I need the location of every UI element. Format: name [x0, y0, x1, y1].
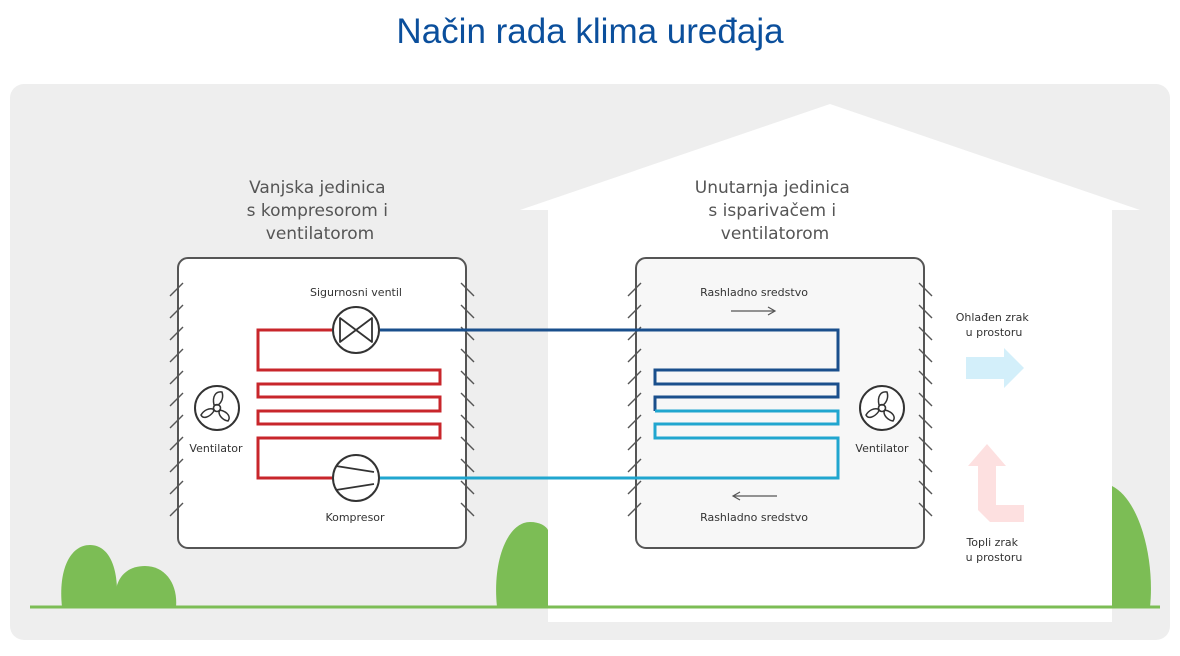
refrigerant-line-to-evaporator	[380, 328, 840, 411]
refrigerant-top-label: Rashladno sredstvo	[700, 286, 808, 299]
outdoor-right-grille	[460, 282, 475, 517]
indoor-fan-label: Ventilator	[855, 442, 909, 455]
cool-air-arrow	[966, 348, 1024, 388]
bush-right	[1112, 486, 1151, 607]
outdoor-title-line-2: s kompresorom i	[247, 201, 388, 221]
refrigerant-bottom-label: Rashladno sredstvo	[700, 511, 808, 524]
bush-left-1	[61, 545, 117, 607]
outdoor-title-line-3: ventilatorom	[266, 224, 374, 244]
refrigerant-line-to-compressor	[380, 409, 840, 480]
safety-valve-label: Sigurnosni ventil	[310, 286, 402, 299]
outdoor-fan-label: Ventilator	[189, 442, 243, 455]
indoor-title-line-3: ventilatorom	[721, 224, 829, 244]
cool-air-label: Ohlađen zrak u prostoru	[956, 311, 1033, 339]
indoor-left-grille	[627, 282, 642, 517]
condenser-coil	[256, 328, 442, 480]
fan-icon	[859, 385, 905, 431]
fan-icon	[194, 385, 240, 431]
arrow-right-icon	[731, 306, 777, 316]
compressor-label: Kompresor	[325, 511, 385, 524]
outdoor-left-grille	[169, 282, 184, 517]
indoor-right-grille	[918, 282, 933, 517]
indoor-title-line-1: Unutarnja jedinica	[695, 178, 850, 198]
warm-air-line-2: u prostoru	[966, 551, 1023, 564]
arrow-left-icon	[731, 491, 777, 501]
bush-middle	[496, 522, 548, 607]
indoor-title-line-2: s isparivačem i	[708, 201, 836, 221]
outdoor-title-line-1: Vanjska jedinica	[249, 178, 385, 198]
warm-air-label: Topli zrak u prostoru	[965, 536, 1022, 564]
indoor-unit-title: Unutarnja jedinica s isparivačem i venti…	[695, 178, 855, 244]
page-title: Način rada klima uređaja	[396, 12, 784, 51]
warm-air-line-1: Topli zrak	[965, 536, 1018, 549]
compressor-icon	[332, 454, 380, 502]
cool-air-line-1: Ohlađen zrak	[956, 311, 1030, 324]
bush-left-2	[115, 566, 177, 607]
expansion-valve-icon	[332, 306, 380, 354]
warm-air-arrow	[968, 444, 1024, 522]
outdoor-unit-title: Vanjska jedinica s kompresorom i ventila…	[247, 178, 394, 244]
cool-air-line-2: u prostoru	[966, 326, 1023, 339]
